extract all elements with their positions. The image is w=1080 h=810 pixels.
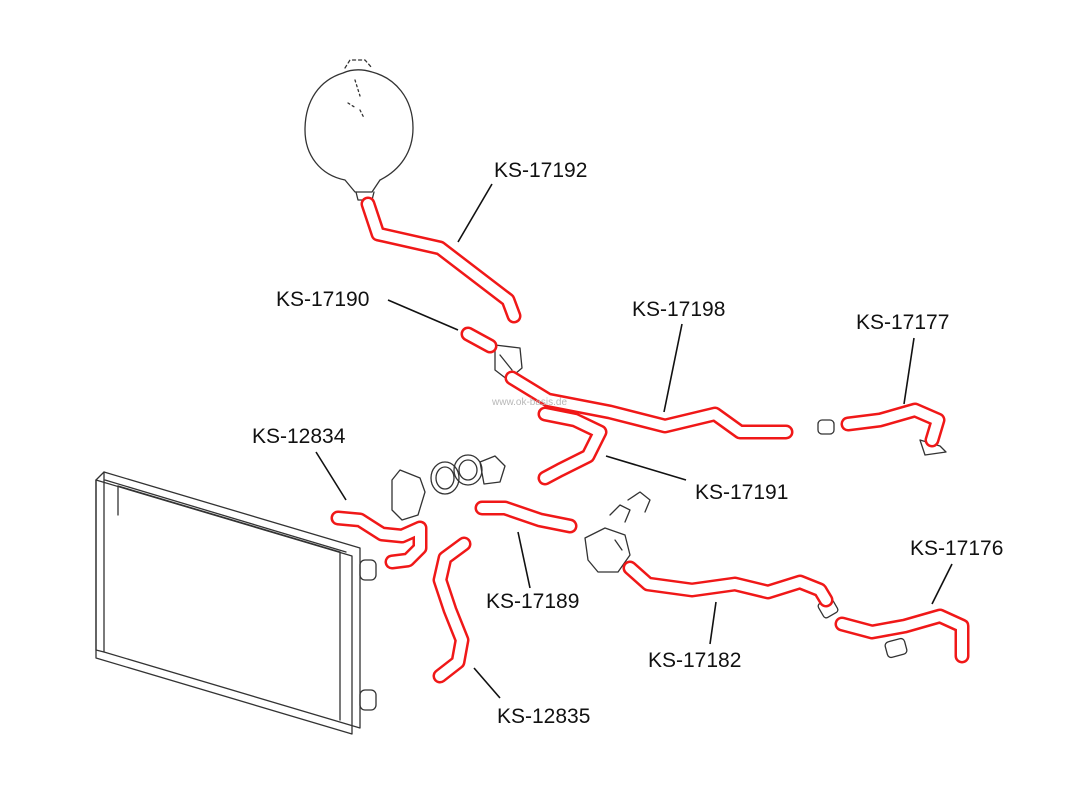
leader-ks17191 — [605, 455, 687, 481]
leader-ks17190 — [387, 299, 459, 331]
part-label-ks17182: KS-17182 — [648, 649, 742, 672]
hose-ks17177[interactable] — [840, 402, 946, 448]
hose-ks12834[interactable] — [330, 510, 428, 570]
water-pump-housing — [584, 491, 651, 573]
leader-ks17198 — [663, 323, 683, 413]
part-label-ks12834: KS-12834 — [252, 425, 346, 448]
leader-ks17192 — [457, 183, 493, 243]
hose-ks17191[interactable] — [537, 406, 608, 486]
hose-ks17192[interactable] — [360, 196, 522, 324]
part-label-ks17192: KS-17192 — [494, 159, 588, 182]
hose-ks17190[interactable] — [460, 326, 498, 354]
hose-ks12835[interactable] — [432, 536, 472, 684]
leader-ks17182 — [709, 601, 717, 645]
hose-ks17189[interactable] — [474, 500, 578, 534]
hose-ks17176[interactable] — [834, 608, 970, 664]
leader-ks17189 — [517, 531, 531, 589]
part-label-ks17191: KS-17191 — [695, 481, 789, 504]
leader-ks17176 — [931, 563, 953, 605]
part-label-ks17177: KS-17177 — [856, 311, 950, 334]
part-label-ks17189: KS-17189 — [486, 590, 580, 613]
part-label-ks17198: KS-17198 — [632, 298, 726, 321]
part-label-ks17176: KS-17176 — [910, 537, 1004, 560]
hose-ks17198[interactable] — [504, 370, 794, 440]
leader-ks12834 — [315, 451, 347, 501]
thermostat-housing — [391, 454, 506, 521]
radiator — [95, 471, 377, 735]
leader-ks17177 — [903, 337, 915, 405]
part-label-ks12835: KS-12835 — [497, 705, 591, 728]
part-label-ks17190: KS-17190 — [276, 288, 370, 311]
hose-ks17182[interactable] — [622, 560, 834, 608]
leader-lines — [315, 183, 953, 699]
leader-ks12835 — [473, 667, 501, 699]
watermark-text: www.ok-basis.de — [492, 397, 568, 408]
expansion-tank — [304, 59, 414, 201]
